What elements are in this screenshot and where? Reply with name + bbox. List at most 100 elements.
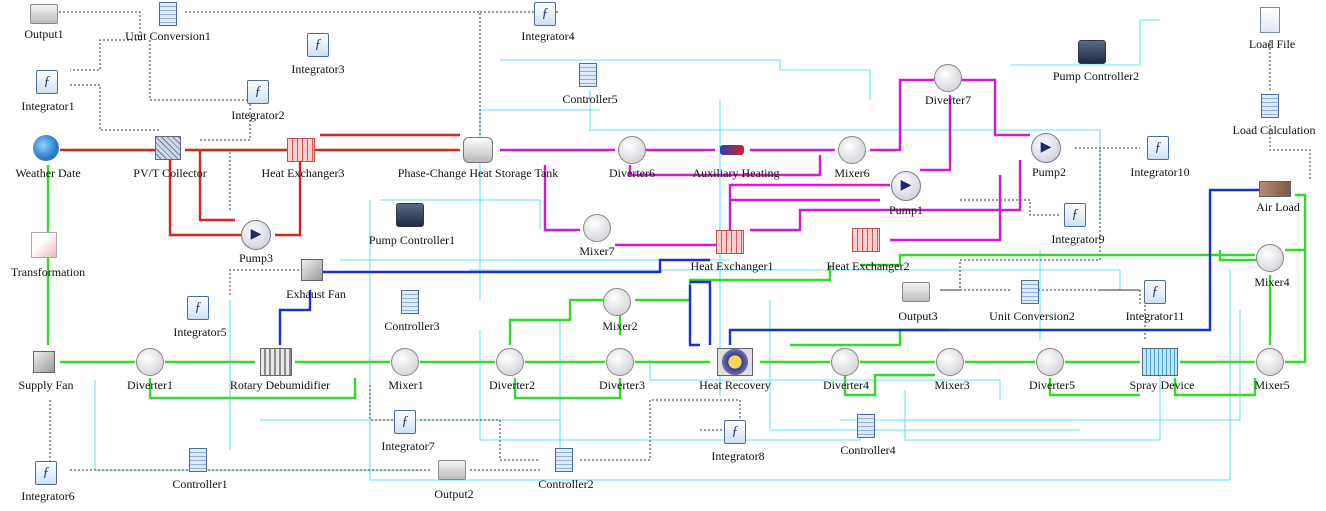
label-diverter6: Diverter6	[609, 166, 655, 180]
label-transformation: Transformation	[10, 265, 86, 279]
diverter-icon[interactable]	[1036, 348, 1064, 376]
diverter-icon[interactable]	[136, 348, 164, 376]
label-weather-date: Weather Date	[15, 166, 81, 180]
document-icon[interactable]	[555, 448, 573, 472]
integral-icon[interactable]: ƒ	[35, 461, 57, 485]
label-output2: Output2	[434, 487, 474, 501]
label-integrator1: Integrator1	[21, 99, 75, 113]
file-icon[interactable]	[1260, 7, 1280, 33]
integral-icon[interactable]: ƒ	[1144, 280, 1166, 304]
label-integrator4: Integrator4	[521, 29, 575, 43]
label-integrator10: Integrator10	[1130, 165, 1190, 179]
document-icon[interactable]	[159, 2, 177, 26]
integral-icon[interactable]: ƒ	[394, 410, 416, 434]
fan-icon[interactable]	[301, 259, 323, 281]
label-heat-exchanger2: Heat Exchanger2	[826, 259, 910, 273]
integral-icon[interactable]: ƒ	[247, 80, 269, 104]
integral-icon[interactable]: ƒ	[534, 2, 556, 26]
heat-exchanger-icon[interactable]	[852, 228, 880, 252]
mixer-icon[interactable]	[1256, 244, 1284, 272]
label-unit-conversion1: Unit Conversion1	[125, 29, 211, 43]
label-diverter2: Diverter2	[489, 378, 535, 392]
document-icon[interactable]	[857, 414, 875, 438]
label-mixer5: Mixer5	[1254, 378, 1290, 392]
heat-exchanger-icon[interactable]	[287, 138, 315, 162]
mixer-icon[interactable]	[838, 136, 866, 164]
diverter-icon[interactable]	[934, 64, 962, 92]
spray-device-icon[interactable]	[1142, 348, 1178, 376]
label-diverter1: Diverter1	[127, 378, 173, 392]
air-load-icon[interactable]	[1259, 181, 1291, 197]
label-pump1: Pump1	[888, 203, 924, 217]
document-icon[interactable]	[1261, 94, 1279, 118]
mixer-icon[interactable]	[936, 348, 964, 376]
label-mixer4: Mixer4	[1254, 275, 1290, 289]
label-air-load: Air Load	[1256, 200, 1300, 214]
pump-icon[interactable]: ▶	[891, 171, 921, 201]
mixer-icon[interactable]	[583, 214, 611, 242]
solar-panel-icon[interactable]	[155, 136, 181, 160]
label-integrator3: Integrator3	[291, 62, 345, 76]
label-controller4: Controller4	[840, 443, 896, 457]
label-pump-controller1: Pump Controller1	[368, 233, 456, 247]
heat-exchanger-icon[interactable]	[716, 230, 744, 254]
label-diverter3: Diverter3	[599, 378, 645, 392]
label-controller1: Controller1	[172, 477, 228, 491]
label-auxiliary-heating: Auxiliary Heating	[692, 166, 780, 180]
document-icon[interactable]	[579, 63, 597, 87]
diverter-icon[interactable]	[606, 348, 634, 376]
pump-controller-icon[interactable]	[396, 203, 424, 227]
label-integrator7: Integrator7	[381, 439, 435, 453]
heater-icon[interactable]	[720, 145, 744, 155]
label-pump3: Pump3	[238, 251, 274, 265]
mixer-icon[interactable]	[603, 288, 631, 316]
label-diverter4: Diverter4	[823, 378, 869, 392]
printer-icon[interactable]	[902, 282, 930, 302]
label-pump2: Pump2	[1031, 165, 1067, 179]
label-pvt-collector: PV/T Collector	[133, 166, 207, 180]
document-icon[interactable]	[401, 290, 419, 314]
mixer-icon[interactable]	[1256, 348, 1284, 376]
label-diverter7: Diverter7	[925, 93, 971, 107]
pump-controller-icon[interactable]	[1078, 40, 1106, 64]
integral-icon[interactable]: ƒ	[307, 33, 329, 57]
label-mixer3: Mixer3	[934, 378, 970, 392]
label-pump-controller2: Pump Controller2	[1052, 69, 1140, 83]
heat-recovery-icon[interactable]	[717, 348, 753, 376]
globe-icon[interactable]	[33, 135, 59, 161]
label-integrator11: Integrator11	[1125, 309, 1185, 323]
integral-icon[interactable]: ƒ	[187, 296, 209, 320]
printer-icon[interactable]	[30, 4, 58, 24]
label-mixer2: Mixer2	[602, 319, 638, 333]
label-integrator2: Integrator2	[231, 108, 285, 122]
integral-icon[interactable]: ƒ	[1147, 136, 1169, 160]
transformation-icon[interactable]	[31, 232, 57, 258]
label-integrator9: Integrator9	[1051, 232, 1105, 246]
label-heat-exchanger1: Heat Exchanger1	[690, 259, 774, 273]
label-mixer6: Mixer6	[834, 166, 870, 180]
label-load-file: Load File	[1248, 37, 1296, 51]
pump-icon[interactable]: ▶	[1031, 133, 1061, 163]
integral-icon[interactable]: ƒ	[1064, 203, 1086, 227]
pump-icon[interactable]: ▶	[241, 220, 271, 250]
label-mixer7: Mixer7	[579, 244, 615, 258]
label-output1: Output1	[24, 27, 64, 41]
printer-icon[interactable]	[438, 460, 466, 480]
label-heat-exchanger3: Heat Exchanger3	[261, 166, 345, 180]
document-icon[interactable]	[189, 448, 207, 472]
diverter-icon[interactable]	[496, 348, 524, 376]
tank-icon[interactable]	[463, 137, 493, 163]
label-supply-fan: Supply Fan	[18, 378, 74, 392]
label-mixer1: Mixer1	[388, 378, 424, 392]
integral-icon[interactable]: ƒ	[724, 420, 746, 444]
integral-icon[interactable]: ƒ	[36, 70, 58, 94]
fan-icon[interactable]	[33, 351, 55, 373]
diverter-icon[interactable]	[618, 136, 646, 164]
dehumidifier-icon[interactable]	[260, 348, 292, 376]
mixer-icon[interactable]	[391, 348, 419, 376]
document-icon[interactable]	[1021, 280, 1039, 304]
diverter-icon[interactable]	[831, 348, 859, 376]
label-controller2: Controller2	[538, 477, 594, 491]
